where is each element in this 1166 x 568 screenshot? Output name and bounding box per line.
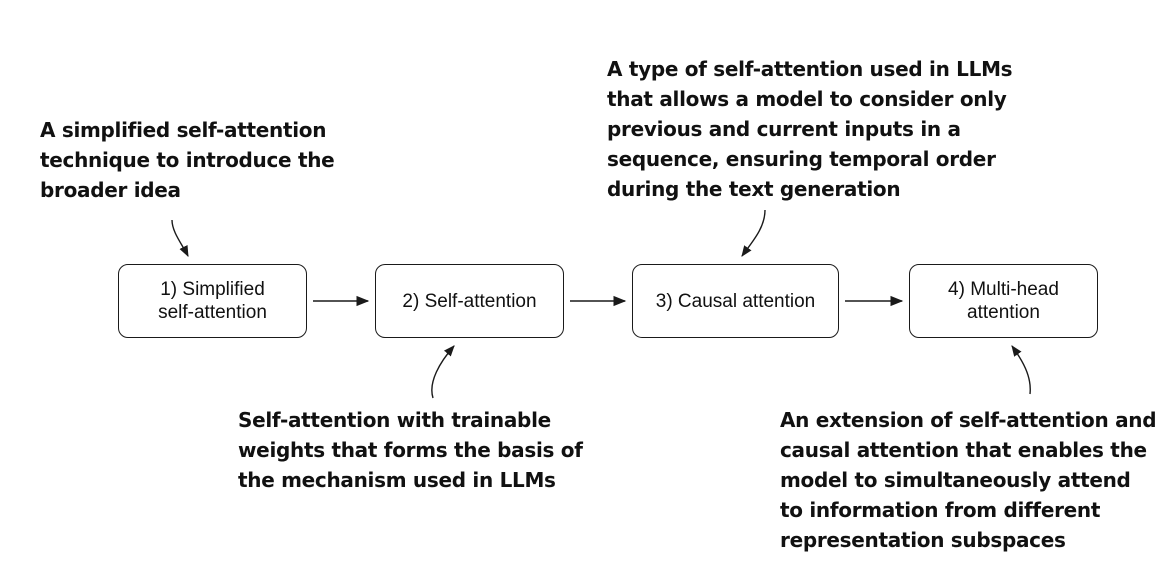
note-line: the mechanism used in LLMs	[238, 468, 556, 492]
pointer-note4-to-stage4	[1011, 345, 1031, 395]
stage-label: 3) Causal attention	[655, 290, 816, 312]
pointer-note3-to-stage3	[741, 209, 766, 257]
note-line: representation subspaces	[780, 528, 1066, 552]
note-line: that allows a model to consider only	[607, 87, 1007, 111]
stage-box-simplified-self-attention: 1) Simplified self-attention	[118, 264, 307, 338]
note-line: A simplified self-attention	[40, 118, 327, 142]
note-self-attention: Self-attention with trainable weights th…	[238, 405, 583, 495]
pointer-note2-to-stage2	[431, 345, 455, 399]
note-line: model to simultaneously attend	[780, 468, 1131, 492]
note-line: to information from different	[780, 498, 1101, 522]
stage-label: 4) Multi-head attention	[948, 279, 1059, 323]
note-multi-head-attention: An extension of self-attention and causa…	[780, 405, 1157, 555]
stage-box-multi-head-attention: 4) Multi-head attention	[909, 264, 1098, 338]
pointer-note1-to-stage1	[171, 219, 189, 258]
note-line: previous and current inputs in a	[607, 117, 961, 141]
stage-box-self-attention: 2) Self-attention	[375, 264, 564, 338]
note-line: broader idea	[40, 178, 181, 202]
note-simplified-self-attention: A simplified self-attention technique to…	[40, 115, 335, 205]
note-line: A type of self-attention used in LLMs	[607, 57, 1013, 81]
note-line: An extension of self-attention and	[780, 408, 1157, 432]
note-line: during the text generation	[607, 177, 901, 201]
note-line: weights that forms the basis of	[238, 438, 583, 462]
stage-box-causal-attention: 3) Causal attention	[632, 264, 839, 338]
note-line: sequence, ensuring temporal order	[607, 147, 996, 171]
stage-label: 2) Self-attention	[402, 290, 537, 312]
note-line: Self-attention with trainable	[238, 408, 551, 432]
note-causal-attention: A type of self-attention used in LLMs th…	[607, 54, 1013, 204]
note-line: causal attention that enables the	[780, 438, 1147, 462]
note-line: technique to introduce the	[40, 148, 335, 172]
stage-label: 1) Simplified self-attention	[158, 279, 267, 323]
